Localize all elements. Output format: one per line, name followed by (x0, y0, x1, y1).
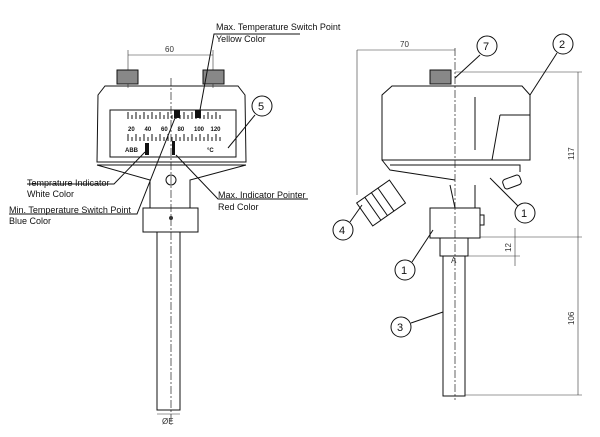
callout-circle (251, 95, 273, 117)
callout-circle (332, 219, 354, 241)
right-device-side-view: 70 A 117 12 106 7 2 1 4 1 3 (332, 33, 582, 400)
scale-label: 80 (178, 127, 185, 133)
scale-label: 100 (194, 127, 205, 133)
dim-thread-12: 12 (504, 243, 513, 252)
callout-circle (390, 316, 412, 338)
indicator-label: Temprature Indicator (27, 178, 110, 188)
leader-max-pointer (175, 154, 308, 200)
scale-label: 60 (161, 127, 168, 133)
dial-window (109, 109, 237, 158)
dial-scale: 20 40 60 80 100 120 (127, 112, 222, 141)
thread-label: A (451, 256, 457, 265)
knob-left (116, 69, 139, 85)
dim-stem-106: 106 (567, 311, 576, 325)
side-plug (502, 174, 522, 190)
callout-3: 3 (397, 322, 403, 334)
switch-marker (195, 110, 201, 118)
min-switch-label: Min. Temperature Switch Point (9, 205, 131, 215)
indicator-color: White Color (27, 189, 74, 199)
max-switch-marker (174, 110, 180, 118)
housing-side (381, 85, 531, 161)
max-pointer-label: Max. Indicator Pointer (218, 190, 306, 200)
knob-top (429, 69, 452, 85)
knob-right (202, 69, 225, 85)
callout-2: 2 (559, 39, 565, 51)
dim-width-60: 60 (165, 45, 174, 54)
scale-label: 40 (145, 127, 152, 133)
stem (156, 231, 181, 411)
unit-celsius: °C (207, 148, 214, 154)
max-switch-label: Max. Temperature Switch Point (216, 22, 341, 32)
max-switch-color: Yellow Color (216, 34, 266, 44)
callout-7: 7 (483, 41, 489, 53)
callout-circle (476, 35, 498, 57)
temperature-indicator-needle (145, 143, 149, 155)
left-device-front-view: 60 20 40 60 80 100 120 ABB °C ØE Max. Tempera… (9, 22, 341, 426)
leader-max-switch (199, 33, 300, 111)
callout-circle (514, 202, 536, 224)
max-indicator-pointer (172, 141, 175, 155)
diameter-label: ØE (162, 417, 174, 426)
fitting-block (142, 207, 199, 233)
scale-label: 20 (128, 127, 135, 133)
dim-width-70: 70 (400, 40, 409, 49)
leader-indicator (27, 151, 146, 185)
brand-abb: ABB (125, 148, 139, 154)
callout-circle (394, 259, 416, 281)
housing (96, 85, 247, 163)
screw (165, 174, 177, 186)
stem-side (442, 255, 466, 397)
dim-height-117: 117 (567, 147, 576, 160)
callout-5: 5 (258, 101, 264, 113)
leader-min-switch (9, 117, 176, 215)
max-pointer-color: Red Color (218, 202, 259, 212)
callout-4: 4 (339, 225, 345, 237)
callout-1-lower: 1 (401, 265, 407, 277)
callout-circle (552, 33, 574, 55)
cable-gland (355, 179, 407, 227)
scale-label: 120 (211, 127, 222, 133)
callout-1-upper: 1 (521, 208, 527, 220)
thread-section (439, 237, 469, 257)
min-switch-color: Blue Color (9, 216, 51, 226)
